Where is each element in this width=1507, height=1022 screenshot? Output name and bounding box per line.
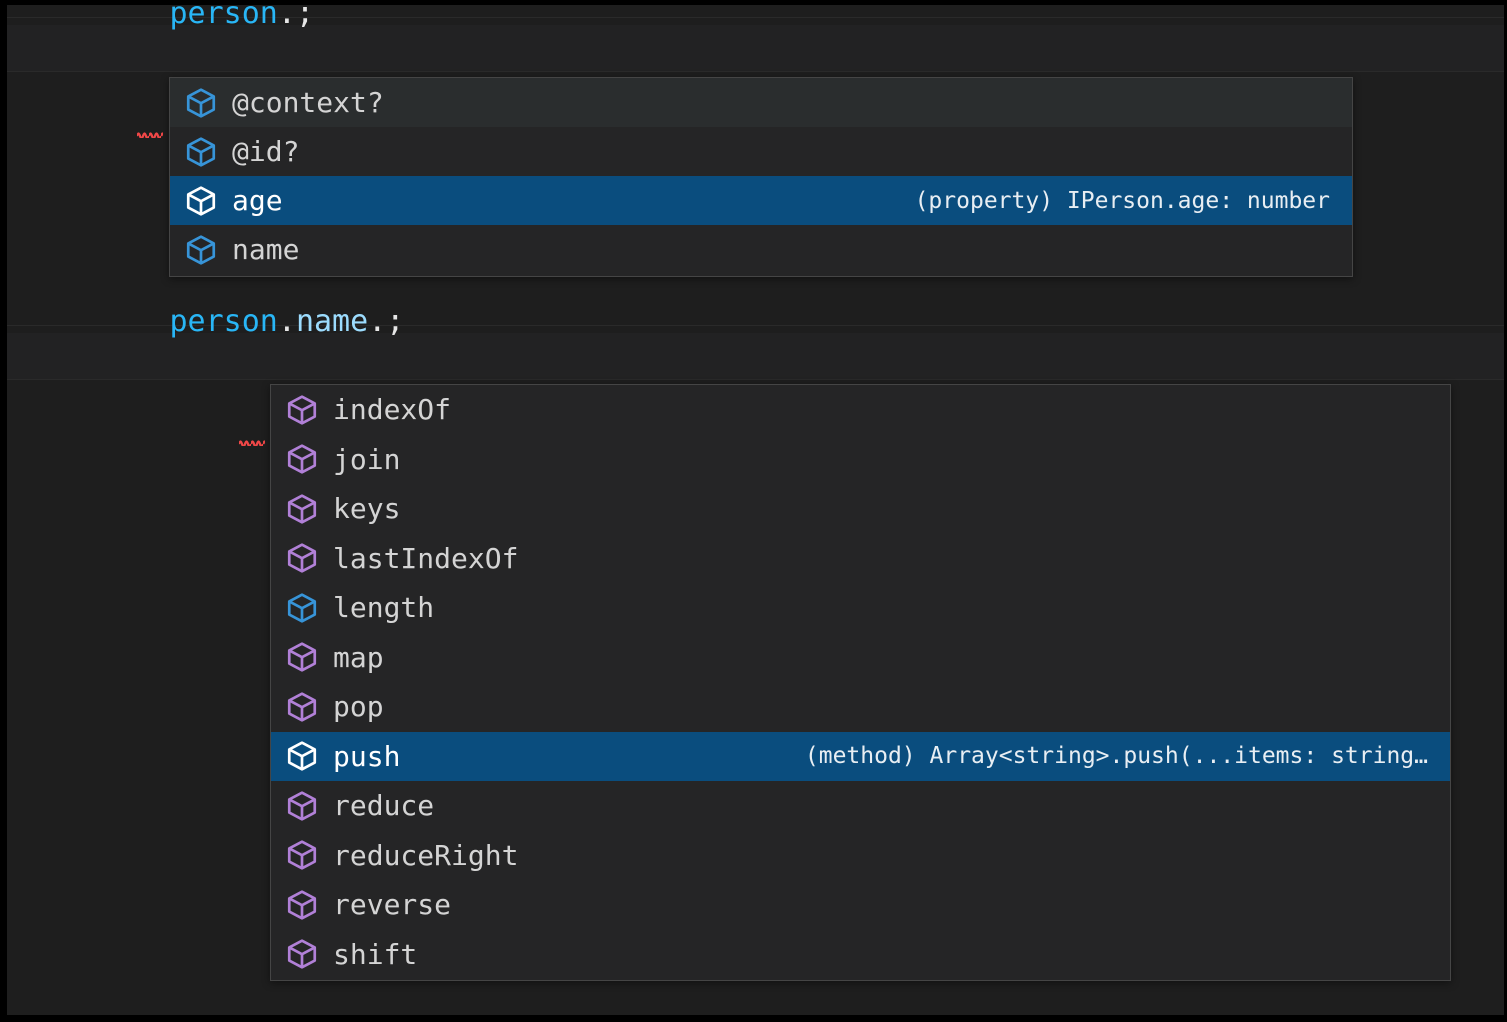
code-editor-surface[interactable]: person.; @context? @id? age (property) IPer… — [7, 5, 1504, 1015]
suggestion-item-label: lastIndexOf — [333, 541, 519, 575]
token-property-name: name — [295, 303, 369, 339]
suggestion-item-length[interactable]: length — [271, 583, 1450, 633]
suggestion-item-map[interactable]: map — [271, 632, 1450, 682]
method-cube-icon — [285, 888, 319, 922]
suggestion-item-id[interactable]: @id? — [170, 127, 1352, 176]
suggestion-popup-array-members[interactable]: indexOf join keys lastIndexOf length map pop pu… — [270, 384, 1451, 981]
method-cube-icon — [287, 543, 317, 573]
suggestion-item-label: @id? — [232, 135, 300, 168]
suggestion-item-label: push — [333, 739, 401, 773]
suggestion-item-lastindexof[interactable]: lastIndexOf — [271, 533, 1450, 583]
property-cube-icon — [186, 234, 216, 265]
suggestion-popup-person-members[interactable]: @context? @id? age (property) IPerson.age: … — [169, 77, 1353, 277]
method-cube-icon — [285, 789, 319, 823]
code-line-1[interactable]: person.; — [7, 5, 1504, 138]
method-cube-icon — [287, 395, 317, 425]
suggestion-item-label: indexOf — [333, 393, 452, 427]
method-cube-icon — [287, 840, 317, 870]
method-cube-icon — [285, 838, 319, 872]
code-line-2-text: person.name.; — [25, 269, 405, 446]
suggestion-item-name[interactable]: name — [170, 225, 1352, 274]
code-line-1-text: person.; — [25, 0, 314, 138]
method-cube-icon — [285, 492, 319, 526]
property-cube-icon — [186, 87, 216, 118]
property-cube-icon — [287, 593, 317, 623]
method-cube-icon — [287, 939, 317, 969]
method-cube-icon — [287, 890, 317, 920]
method-cube-icon — [285, 541, 319, 575]
method-cube-icon — [285, 393, 319, 427]
property-cube-icon — [184, 135, 218, 169]
suggestion-item-label: shift — [333, 937, 418, 971]
selected-cube-icon — [287, 741, 317, 771]
suggestion-item-keys[interactable]: keys — [271, 484, 1450, 534]
suggestion-item-detail: (method) Array<string>.push(...items: st… — [804, 743, 1428, 770]
selected-cube-icon — [186, 185, 216, 216]
method-cube-icon — [285, 640, 319, 674]
suggestion-item-join[interactable]: join — [271, 434, 1450, 484]
token-variable-person: person — [169, 0, 278, 31]
error-squiggle-icon — [137, 129, 163, 138]
suggestion-item-label: reduceRight — [333, 838, 519, 872]
suggestion-item-age[interactable]: age (property) IPerson.age: number — [170, 176, 1352, 225]
method-cube-icon — [287, 494, 317, 524]
line-separator — [7, 325, 1504, 326]
suggestion-item-indexof[interactable]: indexOf — [271, 385, 1450, 435]
line-separator — [7, 71, 1504, 72]
token-dot: . — [277, 0, 296, 31]
token-semicolon: ; — [295, 0, 314, 31]
suggestion-item-label: length — [333, 591, 435, 625]
token-variable-person: person — [169, 303, 278, 339]
suggestion-item-push[interactable]: push (method) Array<string>.push(...items… — [271, 731, 1450, 781]
suggestion-item-detail: (property) IPerson.age: number — [914, 187, 1330, 214]
method-cube-icon — [285, 739, 319, 773]
line-separator — [7, 17, 1504, 18]
suggestion-item-label: pop — [333, 690, 384, 724]
suggestion-item-reverse[interactable]: reverse — [271, 880, 1450, 930]
suggestion-item-label: @context? — [232, 86, 384, 119]
code-line-2[interactable]: person.name.; — [7, 304, 1504, 446]
token-dot: . — [368, 303, 387, 339]
method-cube-icon — [285, 690, 319, 724]
suggestion-item-label: name — [232, 233, 300, 266]
suggestion-item-shift[interactable]: shift — [271, 929, 1450, 979]
suggestion-item-context[interactable]: @context? — [170, 78, 1352, 127]
method-cube-icon — [287, 692, 317, 722]
property-cube-icon — [285, 591, 319, 625]
method-cube-icon — [287, 791, 317, 821]
suggestion-item-label: keys — [333, 492, 401, 526]
method-cube-icon — [287, 444, 317, 474]
line-separator — [7, 379, 1504, 380]
method-cube-icon — [285, 442, 319, 476]
method-cube-icon — [287, 642, 317, 672]
method-cube-icon — [285, 937, 319, 971]
property-cube-icon — [184, 86, 218, 120]
property-cube-icon — [186, 136, 216, 167]
suggestion-item-pop[interactable]: pop — [271, 682, 1450, 732]
property-cube-icon — [184, 233, 218, 267]
token-semicolon: ; — [386, 303, 405, 339]
suggestion-item-label: reverse — [333, 888, 452, 922]
suggestion-item-reduceright[interactable]: reduceRight — [271, 830, 1450, 880]
suggestion-item-label: map — [333, 640, 384, 674]
error-squiggle-icon — [239, 437, 265, 446]
suggestion-item-reduce[interactable]: reduce — [271, 781, 1450, 831]
suggestion-item-label: age — [232, 184, 283, 217]
token-dot: . — [277, 303, 296, 339]
suggestion-item-label: join — [333, 442, 401, 476]
suggestion-item-label: reduce — [333, 789, 435, 823]
property-cube-icon — [184, 184, 218, 218]
